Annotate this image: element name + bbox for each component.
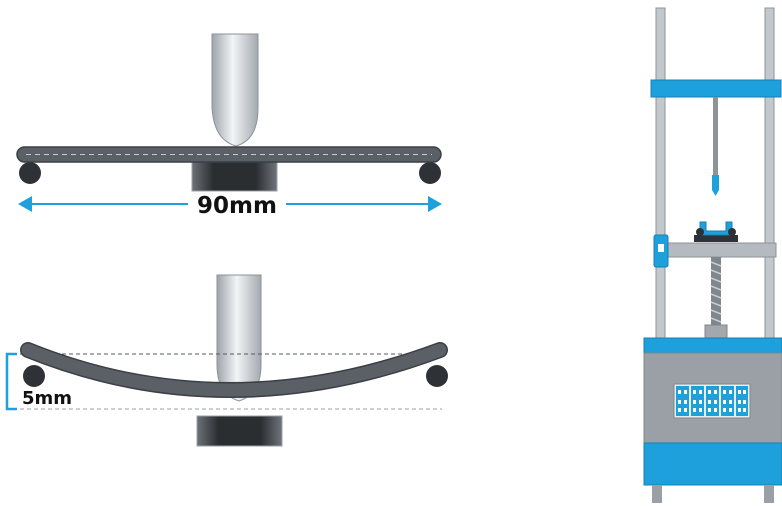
testing-machine [643,7,782,503]
deflection-label: 5mm [22,388,72,409]
roller-left-top [19,162,41,184]
plunger-top [211,33,259,147]
base-cabinet [643,337,782,503]
plunger-bottom [216,274,262,402]
span-label: 90mm [197,193,277,219]
roller-right-bottom [426,365,448,387]
reference-lines [20,353,442,410]
control-panel [673,383,751,419]
specimen-bar-straight [16,146,442,163]
roller-left-bottom [23,365,45,387]
lead-screw [704,257,728,339]
clamp-window [658,244,664,252]
bend-fixture [694,221,738,242]
unloaded-setup: 90mm [16,33,442,219]
deflection-dimension: 5mm [5,352,72,411]
support-block-bottom [196,415,283,447]
specimen-bar-deflected [20,342,448,398]
roller-right-top [419,162,441,184]
moving-crosshead [659,242,777,258]
support-block-top [191,161,278,192]
loaded-setup: 5mm [5,274,448,447]
load-rod [712,97,719,196]
span-dimension: 90mm [18,193,442,219]
upper-crosshead [650,79,782,98]
